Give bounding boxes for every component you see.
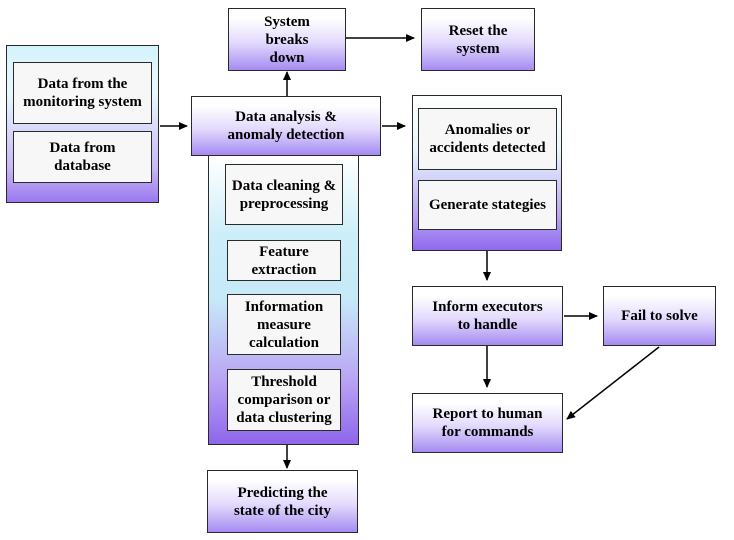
data-monitoring-label: Data from the monitoring system [23, 76, 142, 110]
feature-extraction-label: Feature extraction [251, 243, 317, 278]
anomalies-detected-label: Anomalies or accidents detected [429, 122, 546, 156]
reset-system-label: Reset the system [448, 22, 508, 57]
system-breaks-down-label: System breaks down [264, 13, 310, 66]
feature-extraction-node: Feature extraction [227, 240, 341, 281]
fail-to-solve-node: Fail to solve [603, 286, 716, 346]
threshold-comparison-label: Threshold comparison or data clustering [236, 374, 332, 426]
information-measure-node: Information measure calculation [227, 294, 341, 355]
data-cleaning-label: Data cleaning & preprocessing [231, 177, 337, 212]
report-to-human-node: Report to human for commands [412, 393, 563, 453]
generate-strategies-label: Generate stategies [428, 197, 547, 213]
arrow-fail-to-report [566, 346, 660, 420]
data-monitoring-node: Data from the monitoring system [13, 62, 152, 124]
data-cleaning-node: Data cleaning & preprocessing [225, 164, 343, 225]
inform-executors-label: Inform executors to handle [432, 299, 543, 333]
anomalies-detected-node: Anomalies or accidents detected [418, 108, 557, 170]
information-measure-label: Information measure calculation [244, 298, 324, 351]
data-database-label: Data from database [49, 140, 116, 174]
reset-system-node: Reset the system [421, 8, 535, 71]
report-to-human-label: Report to human for commands [432, 406, 543, 440]
threshold-comparison-node: Threshold comparison or data clustering [227, 369, 341, 431]
generate-strategies-node: Generate stategies [418, 180, 557, 230]
data-analysis-label: Data analysis & anomaly detection [227, 109, 345, 143]
system-breaks-down-node: System breaks down [228, 8, 346, 71]
inform-executors-node: Inform executors to handle [412, 286, 563, 346]
fail-to-solve-label: Fail to solve [621, 308, 698, 324]
predicting-state-node: Predicting the state of the city [207, 470, 358, 533]
predicting-state-label: Predicting the state of the city [233, 484, 332, 519]
data-analysis-node: Data analysis & anomaly detection [191, 96, 381, 156]
data-database-node: Data from database [13, 131, 152, 183]
